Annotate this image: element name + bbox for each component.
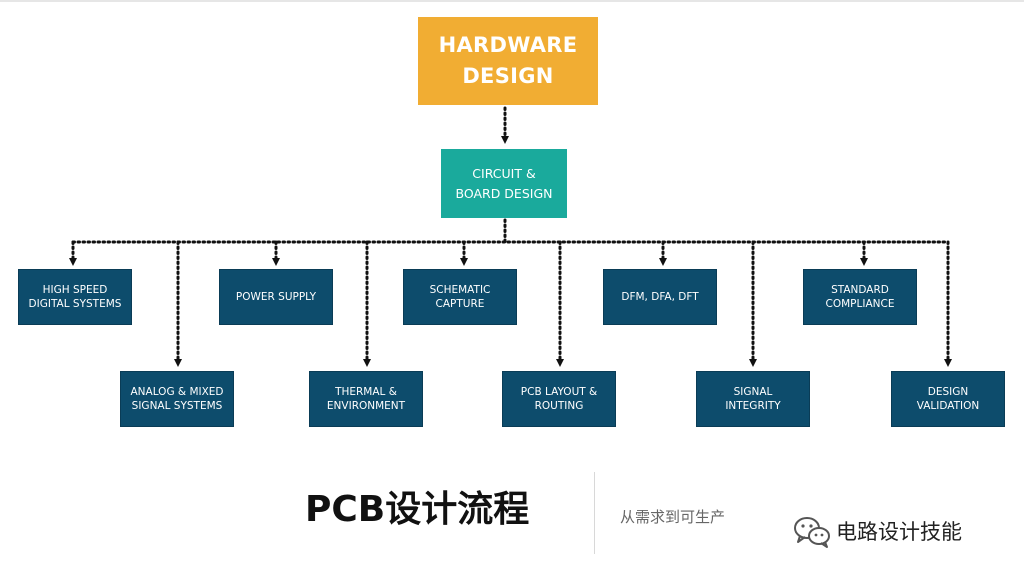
wechat-icon [794, 517, 830, 548]
page-title: PCB设计流程 [305, 489, 530, 530]
brand-name: 电路设计技能 [836, 520, 962, 544]
hardware-design-box: HARDWARE DESIGN [418, 17, 598, 105]
standard-compliance-box: STANDARD COMPLIANCE [803, 269, 917, 325]
schematic-capture-box: SCHEMATIC CAPTURE [403, 269, 517, 325]
top-edge-line [0, 0, 1024, 2]
thermal-environment-box: THERMAL & ENVIRONMENT [309, 371, 423, 427]
dfm-dfa-dft-box: DFM, DFA, DFT [603, 269, 717, 325]
circuit-board-design-box: CIRCUIT & BOARD DESIGN [441, 149, 567, 218]
analog-mixed-signal-box: ANALOG & MIXED SIGNAL SYSTEMS [120, 371, 234, 427]
pcb-layout-routing-box: PCB LAYOUT & ROUTING [502, 371, 616, 427]
high-speed-digital-box: HIGH SPEED DIGITAL SYSTEMS [18, 269, 132, 325]
footer-divider [594, 472, 595, 554]
power-supply-box: POWER SUPPLY [219, 269, 333, 325]
design-validation-box: DESIGN VALIDATION [891, 371, 1005, 427]
signal-integrity-box: SIGNAL INTEGRITY [696, 371, 810, 427]
page-subtitle: 从需求到可生产 [620, 508, 726, 526]
brand-watermark: 电路设计技能 [792, 512, 1016, 552]
